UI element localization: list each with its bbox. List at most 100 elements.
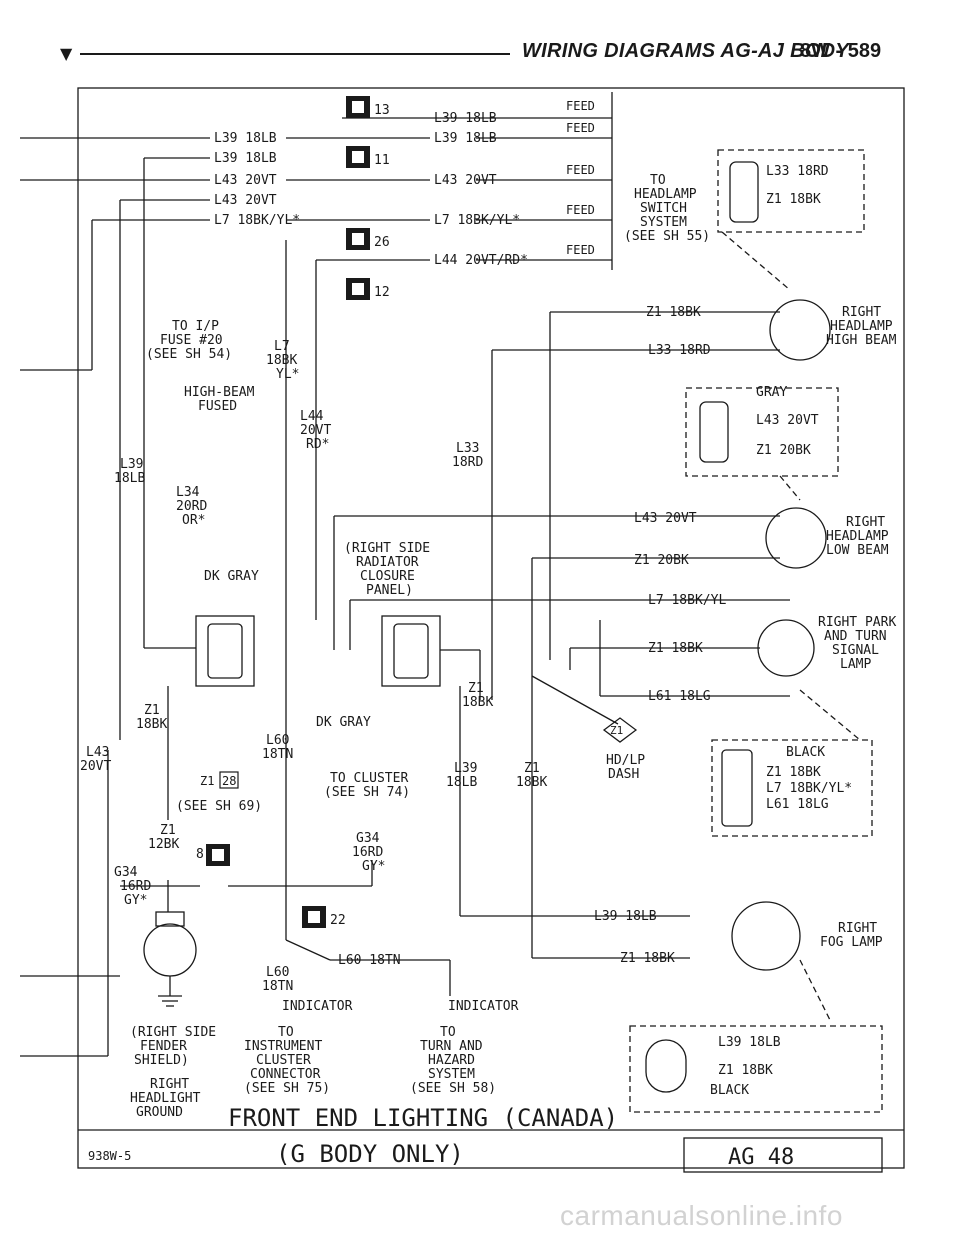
- label-l43-20vt-v: L43 20VT: [80, 745, 111, 774]
- label-l34-vertical: L34 20RD OR*: [176, 485, 207, 528]
- label-l39-vertical: L39 18LB: [114, 457, 145, 486]
- label-l7-18bk-yl-park: L7 18BK/YL: [648, 593, 726, 608]
- watermark-url: carmanualsonline.info: [560, 1200, 843, 1231]
- label-gray-connector: GRAY: [756, 385, 787, 400]
- note-to-headlamp-switch: TO HEADLAMP SWITCH SYSTEM (SEE SH 55): [624, 173, 710, 244]
- svg-text:SYSTEM: SYSTEM: [640, 215, 687, 230]
- svg-text:TO: TO: [278, 1025, 294, 1040]
- note-to-turn-hazard: TO TURN AND HAZARD SYSTEM (SEE SH 58): [410, 1025, 496, 1096]
- svg-text:CLOSURE: CLOSURE: [360, 569, 415, 584]
- note-hd-lp-dash: HD/LP DASH: [606, 753, 645, 782]
- footer-code: AG 48: [728, 1145, 794, 1170]
- header-page-number: 8W - 589: [800, 40, 882, 62]
- page-header: ▼ WIRING DIAGRAMS AG-AJ BODY 8W - 589: [0, 0, 960, 80]
- label-z1-18bk-v1: Z1 18BK: [136, 703, 167, 732]
- svg-text:L60: L60: [266, 733, 289, 748]
- label-l39-18lb-a: L39 18LB: [214, 131, 277, 146]
- tag-z1-splice: Z1: [610, 724, 623, 737]
- label-z1-20bk-lb: Z1 20BK: [634, 553, 689, 568]
- label-z1-18bk-hb: Z1 18BK: [646, 305, 701, 320]
- note-right-fender-shield: (RIGHT SIDE FENDER SHIELD): [130, 1025, 216, 1068]
- label-z1-18bk-black: Z1 18BK: [766, 765, 821, 780]
- label-l33-18rd-switch: L33 18RD: [766, 164, 829, 179]
- label-z1-18bk-park: Z1 18BK: [648, 641, 703, 656]
- note-radiator-closure-panel: (RIGHT SIDE RADIATOR CLOSURE PANEL): [344, 541, 430, 598]
- svg-text:22: 22: [330, 913, 346, 928]
- svg-text:L34: L34: [176, 485, 200, 500]
- component-right-headlamp-high: RIGHT HEADLAMP HIGH BEAM: [826, 305, 897, 348]
- svg-text:L39: L39: [454, 761, 477, 776]
- footer-ref: 938W-5: [88, 1149, 131, 1163]
- svg-text:LAMP: LAMP: [840, 657, 871, 672]
- component-right-headlamp-low: RIGHT HEADLAMP LOW BEAM: [826, 515, 889, 558]
- svg-text:FUSE #20: FUSE #20: [160, 333, 223, 348]
- label-l39-18lb-d: L39 18LB: [434, 131, 497, 146]
- note-right-headlight-ground: RIGHT HEADLIGHT GROUND: [130, 1077, 201, 1120]
- svg-text:L60: L60: [266, 965, 289, 980]
- svg-text:16RD: 16RD: [352, 845, 383, 860]
- note-high-beam-fused: HIGH-BEAM FUSED: [184, 385, 255, 414]
- footer-title-line2: (G BODY ONLY): [276, 1140, 464, 1168]
- svg-text:RIGHT: RIGHT: [150, 1077, 189, 1092]
- label-l61-18lg-park: L61 18LG: [648, 689, 711, 704]
- svg-text:18BK: 18BK: [462, 695, 493, 710]
- svg-text:18BK: 18BK: [516, 775, 547, 790]
- svg-text:28: 28: [222, 774, 236, 788]
- svg-text:Z1: Z1: [144, 703, 160, 718]
- label-l44-vertical: L44 20VT RD*: [300, 409, 331, 452]
- svg-text:Z1: Z1: [160, 823, 176, 838]
- svg-text:(SEE SH 74): (SEE SH 74): [324, 785, 410, 800]
- svg-text:18TN: 18TN: [262, 747, 293, 762]
- svg-text:GY*: GY*: [124, 893, 147, 908]
- svg-text:16RD: 16RD: [120, 879, 151, 894]
- note-to-instrument-cluster: TO INSTRUMENT CLUSTER CONNECTOR (SEE SH …: [244, 1025, 330, 1096]
- label-l33-18rd-hb: L33 18RD: [648, 343, 711, 358]
- svg-text:HEADLAMP: HEADLAMP: [634, 187, 697, 202]
- svg-text:TO CLUSTER: TO CLUSTER: [330, 771, 408, 786]
- label-l43-20vt-lb: L43 20VT: [634, 511, 697, 526]
- label-g34-left: G34 16RD GY*: [114, 865, 151, 908]
- svg-text:(SEE SH 75): (SEE SH 75): [244, 1081, 330, 1096]
- svg-text:18RD: 18RD: [452, 455, 483, 470]
- label-l39-18lb-fog: L39 18LB: [594, 909, 657, 924]
- svg-text:(RIGHT SIDE: (RIGHT SIDE: [130, 1025, 216, 1040]
- label-z1-18bk-v2: Z1 18BK: [462, 681, 493, 710]
- label-l39-18lb-c: L39 18LB: [434, 111, 497, 126]
- svg-text:TO: TO: [650, 173, 666, 188]
- connector-11-icon: 11: [346, 146, 390, 168]
- label-l39-18lb-fogconn: L39 18LB: [718, 1035, 781, 1050]
- connector-12-icon: 12: [346, 278, 390, 300]
- header-rule: [80, 53, 510, 55]
- svg-text:13: 13: [374, 103, 390, 118]
- label-indicator-2: INDICATOR: [448, 999, 519, 1014]
- svg-text:L43: L43: [86, 745, 109, 760]
- svg-text:HEADLAMP: HEADLAMP: [826, 529, 889, 544]
- svg-text:GROUND: GROUND: [136, 1105, 183, 1120]
- diagram-frame: [77, 87, 905, 1169]
- component-right-park-turn: RIGHT PARK AND TURN SIGNAL LAMP: [818, 615, 896, 672]
- connector-8-icon: 8: [196, 844, 230, 866]
- svg-text:INSTRUMENT: INSTRUMENT: [244, 1039, 322, 1054]
- svg-text:RADIATOR: RADIATOR: [356, 555, 419, 570]
- svg-text:(RIGHT SIDE: (RIGHT SIDE: [344, 541, 430, 556]
- svg-text:RIGHT: RIGHT: [838, 921, 877, 936]
- ground-symbol-icon: [158, 976, 182, 1007]
- code-box: [683, 1137, 883, 1173]
- svg-text:RIGHT: RIGHT: [846, 515, 885, 530]
- svg-text:G34: G34: [356, 831, 380, 846]
- note-see-sh-69: (SEE SH 69): [176, 799, 262, 814]
- svg-text:20RD: 20RD: [176, 499, 207, 514]
- svg-text:G34: G34: [114, 865, 138, 880]
- svg-text:DASH: DASH: [608, 767, 639, 782]
- label-l33-vertical: L33 18RD: [452, 441, 483, 470]
- label-l39-18lb-b: L39 18LB: [214, 151, 277, 166]
- label-z1-18bk-v3: Z1 18BK: [516, 761, 547, 790]
- svg-text:11: 11: [374, 153, 390, 168]
- svg-text:18BK: 18BK: [266, 353, 297, 368]
- svg-text:TO I/P: TO I/P: [172, 319, 219, 334]
- svg-text:YL*: YL*: [276, 367, 299, 382]
- svg-text:18LB: 18LB: [114, 471, 145, 486]
- label-g34-right: G34 16RD GY*: [352, 831, 385, 874]
- svg-text:GY*: GY*: [362, 859, 385, 874]
- svg-text:RD*: RD*: [306, 437, 329, 452]
